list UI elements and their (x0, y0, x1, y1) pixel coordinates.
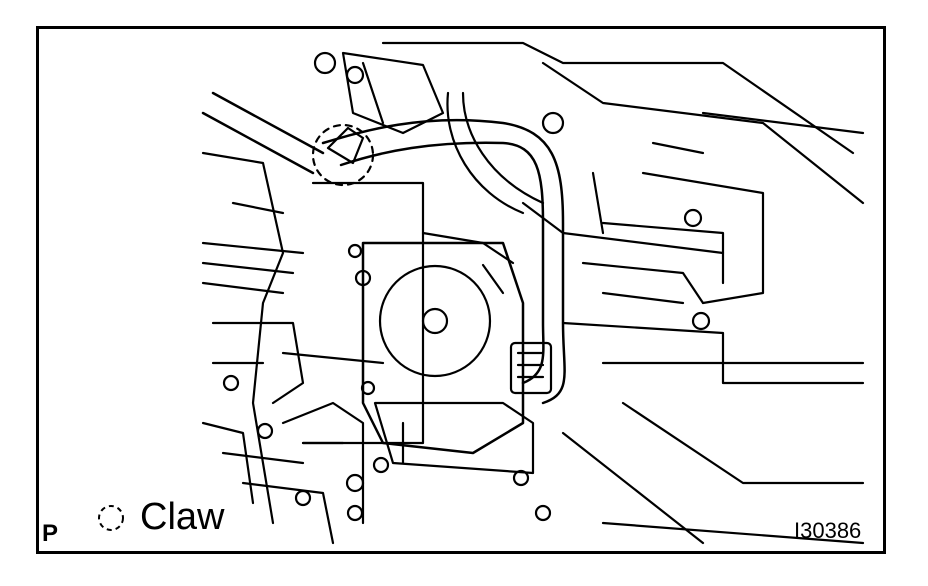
legend-label: Claw (140, 496, 225, 538)
dashed-circle-icon (98, 504, 124, 531)
illustration-frame (36, 26, 886, 554)
claw-legend: Claw (96, 496, 224, 539)
figure-id: I30386 (794, 518, 862, 543)
corner-mark: P (42, 520, 59, 547)
mechanical-illustration (201, 41, 865, 545)
